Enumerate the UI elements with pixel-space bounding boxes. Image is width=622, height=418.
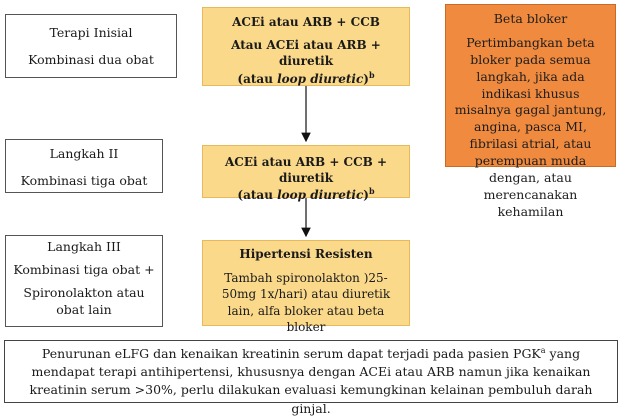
step2-line1: ACEi atau ARB + CCB + diuretik — [224, 155, 388, 186]
beta-blocker-body: Pertimbangkan beta bloker pada semua lan… — [454, 34, 607, 219]
step1-line2: Atau ACEi atau ARB + diuretik — [231, 38, 381, 69]
step1-label-box: Terapi Inisial Kombinasi dua obat — [5, 14, 177, 78]
step2-label-title: Langkah II — [49, 146, 119, 161]
step3-label-sub2: Spironolakton atau obat lain — [23, 284, 145, 317]
step1-therapy-box: ACEi atau ARB + CCB Atau ACEi atau ARB +… — [202, 7, 410, 86]
step3-label-box: Langkah III Kombinasi tiga obat + Spiron… — [5, 235, 163, 327]
footnote-box: Penurunan eLFG dan kenaikan kreatinin se… — [4, 340, 618, 416]
flow-arrows — [301, 86, 311, 238]
step3-label-sub1: Kombinasi tiga obat + — [13, 261, 155, 277]
step1-line3: (atau loop diuretic)b — [237, 69, 375, 86]
step3-title: Hipertensi Resisten — [239, 247, 373, 261]
beta-blocker-title: Beta bloker — [493, 11, 568, 26]
step2-therapy-box: ACEi atau ARB + CCB + diuretik (atau loo… — [202, 145, 410, 202]
step2-label-sub: Kombinasi tiga obat — [20, 172, 148, 188]
step1-line1: ACEi atau ARB + CCB — [232, 15, 380, 29]
step3-therapy-box: Hipertensi Resisten Tambah spironolakton… — [202, 240, 410, 334]
beta-blocker-box: Beta bloker Pertimbangkan beta bloker pa… — [445, 4, 616, 219]
step2-label-box: Langkah II Kombinasi tiga obat — [5, 139, 163, 193]
step3-body: Tambah spironolakton )25-50mg 1x/hari) a… — [221, 271, 391, 334]
step1-label-title: Terapi Inisial — [49, 25, 133, 40]
step1-label-sub: Kombinasi dua obat — [28, 51, 154, 67]
step3-label-title: Langkah III — [47, 239, 121, 254]
step2-line2: (atau loop diuretic)b — [237, 186, 375, 203]
